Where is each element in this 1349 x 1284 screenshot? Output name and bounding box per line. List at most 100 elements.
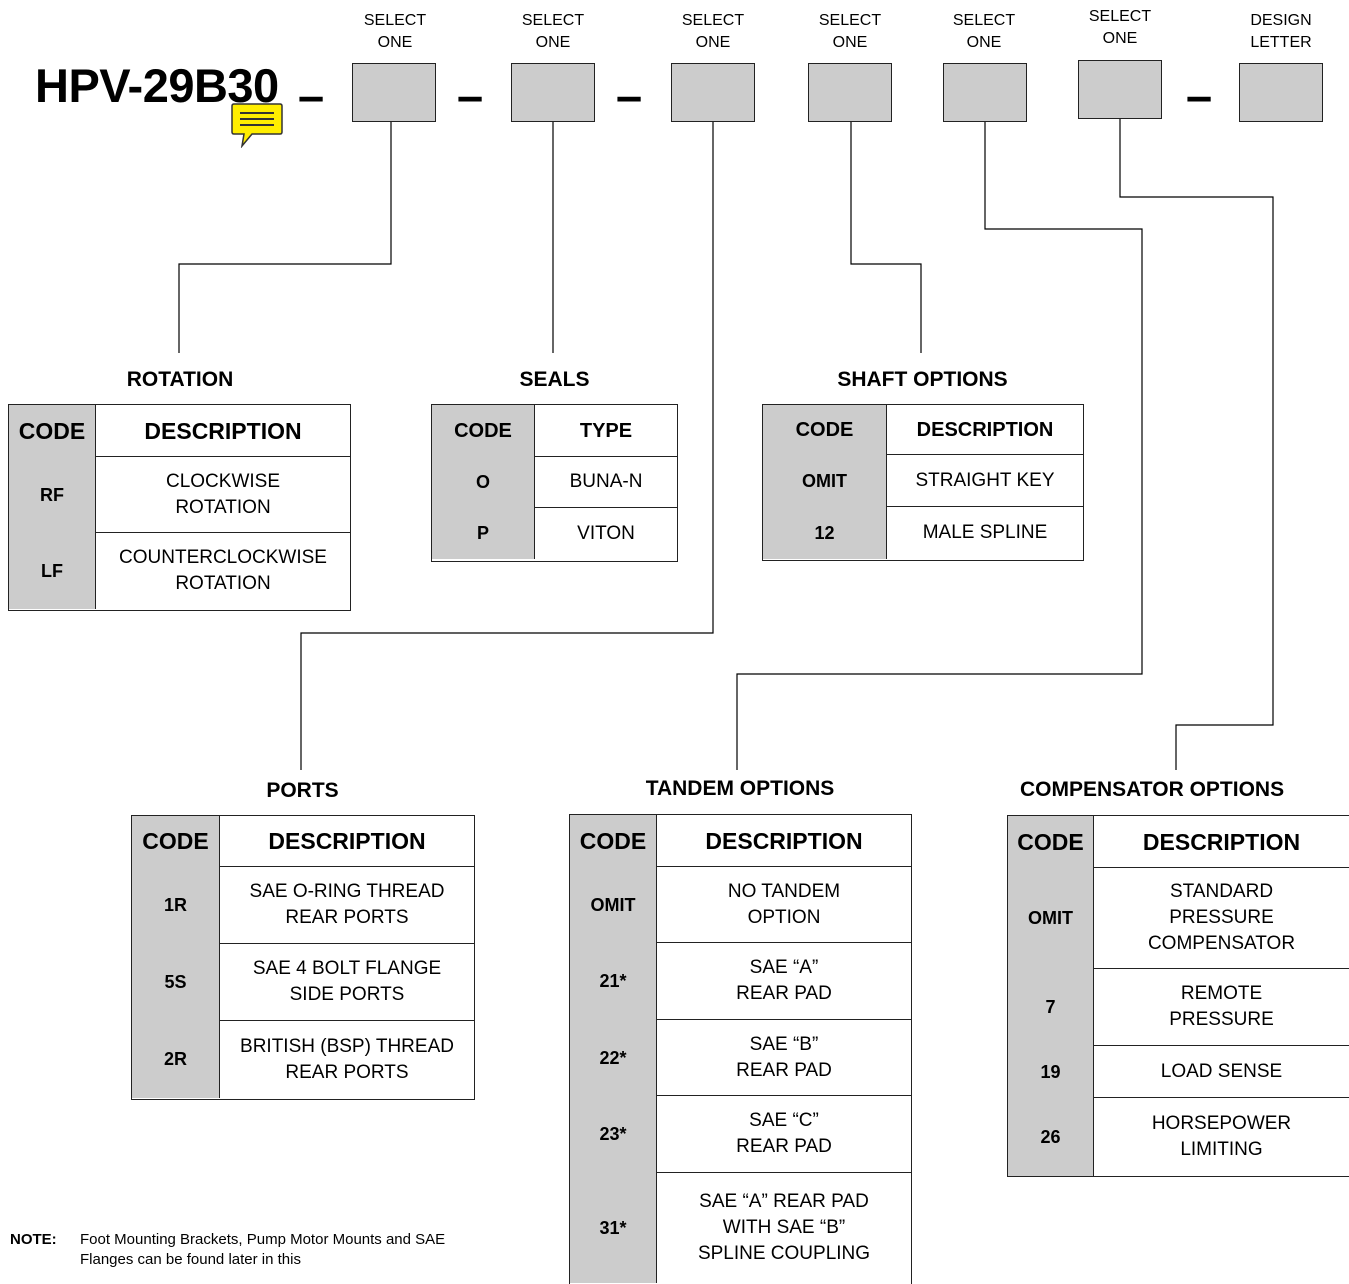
table-row: 12 MALE SPLINE — [763, 507, 1083, 559]
row-description: BUNA-N — [535, 457, 677, 508]
table-header-row: CODE DESCRIPTION — [9, 405, 350, 457]
select-label-5: SELECT ONE — [952, 12, 1016, 51]
shaft-select-box[interactable] — [808, 63, 892, 122]
rotation-table: CODE DESCRIPTION RF CLOCKWISE ROTATION L… — [8, 404, 351, 611]
design-letter-box[interactable] — [1239, 63, 1323, 122]
table-row: RF CLOCKWISE ROTATION — [9, 457, 350, 533]
row-code: 31* — [570, 1173, 657, 1283]
row-code: 22* — [570, 1020, 657, 1096]
table-header-row: CODE DESCRIPTION — [570, 815, 911, 867]
row-code: 1R — [132, 867, 220, 944]
header-code: CODE — [432, 405, 535, 457]
table-row: 1R SAE O-RING THREAD REAR PORTS — [132, 867, 474, 944]
table-row: 19 LOAD SENSE — [1008, 1046, 1349, 1098]
ports-select-box[interactable] — [671, 63, 755, 122]
table-header-row: CODE DESCRIPTION — [763, 405, 1083, 455]
row-code: LF — [9, 533, 96, 609]
comment-note-icon[interactable] — [230, 102, 284, 153]
separator-dash: – — [298, 69, 325, 122]
select-label-1: SELECT ONE — [363, 12, 427, 51]
row-code: RF — [9, 457, 96, 533]
row-code: 21* — [570, 943, 657, 1020]
shaft-table: CODE DESCRIPTION OMIT STRAIGHT KEY 12 MA… — [762, 404, 1084, 561]
row-description: NO TANDEM OPTION — [657, 867, 911, 943]
row-description: CLOCKWISE ROTATION — [96, 457, 350, 533]
table-row: 23* SAE “C” REAR PAD — [570, 1096, 911, 1173]
row-description: LOAD SENSE — [1094, 1046, 1349, 1098]
design-letter-label: DESIGN LETTER — [1250, 12, 1312, 51]
tandem-select-box[interactable] — [943, 63, 1027, 122]
seals-title: SEALS — [519, 368, 590, 391]
select-label-3: SELECT ONE — [681, 12, 745, 51]
table-row: 26 HORSEPOWER LIMITING — [1008, 1098, 1349, 1176]
header-code: CODE — [132, 816, 220, 867]
note-label: NOTE: — [10, 1231, 57, 1248]
row-description: MALE SPLINE — [922, 522, 1048, 543]
row-code: 7 — [1008, 969, 1094, 1046]
header-code: CODE — [763, 405, 887, 455]
table-row: 31* SAE “A” REAR PAD WITH SAE “B” SPLINE… — [570, 1173, 911, 1283]
row-description: VITON — [577, 522, 635, 544]
header-description: DESCRIPTION — [1094, 816, 1349, 868]
tandem-table: CODE DESCRIPTION OMIT NO TANDEM OPTION 2… — [569, 814, 912, 1284]
row-code: O — [432, 457, 535, 508]
compensator-connector — [1119, 119, 1274, 770]
model-code: HPV-29B30 — [35, 59, 279, 112]
table-row: 7 REMOTE PRESSURE — [1008, 969, 1349, 1046]
table-row: O BUNA-N — [432, 457, 677, 508]
table-row: 5S SAE 4 BOLT FLANGE SIDE PORTS — [132, 944, 474, 1021]
table-row: 2R BRITISH (BSP) THREAD REAR PORTS — [132, 1021, 474, 1098]
row-description: SAE 4 BOLT FLANGE SIDE PORTS — [220, 944, 474, 1021]
ports-table: CODE DESCRIPTION 1R SAE O-RING THREAD RE… — [131, 815, 475, 1100]
rotation-title: ROTATION — [126, 368, 234, 391]
row-code: 2R — [132, 1021, 220, 1098]
rotation-connector — [178, 121, 392, 353]
seals-select-box[interactable] — [511, 63, 595, 122]
shaft-title: SHAFT OPTIONS — [837, 368, 1008, 391]
row-description: COUNTERCLOCKWISE ROTATION — [119, 547, 327, 594]
header-code: CODE — [1008, 816, 1094, 868]
header-type: TYPE — [535, 405, 677, 457]
row-description: HORSEPOWER LIMITING — [1151, 1113, 1292, 1160]
rotation-select-box[interactable] — [352, 63, 436, 122]
row-code: OMIT — [1008, 868, 1094, 969]
shaft-connector — [850, 121, 922, 353]
row-description: SAE “A” REAR PAD WITH SAE “B” SPLINE COU… — [697, 1191, 871, 1264]
row-description: REMOTE PRESSURE — [1094, 969, 1349, 1046]
select-label-4: SELECT ONE — [818, 12, 882, 51]
header-description: DESCRIPTION — [657, 815, 911, 867]
tandem-connector — [736, 121, 1143, 770]
table-row: OMIT NO TANDEM OPTION — [570, 867, 911, 943]
note-text: Foot Mounting Brackets, Pump Motor Mount… — [80, 1231, 446, 1268]
compensator-table: CODE DESCRIPTION OMIT STANDARD PRESSURE … — [1007, 815, 1349, 1177]
row-description: SAE “A” REAR PAD — [657, 943, 911, 1020]
footnote: NOTE: Foot Mounting Brackets, Pump Motor… — [10, 1230, 480, 1270]
select-label-2: SELECT ONE — [521, 12, 585, 51]
row-code: 23* — [570, 1096, 657, 1173]
row-description: SAE “C” REAR PAD — [657, 1096, 911, 1173]
row-code: 19 — [1008, 1046, 1094, 1098]
table-header-row: CODE DESCRIPTION — [132, 816, 474, 867]
table-row: 21* SAE “A” REAR PAD — [570, 943, 911, 1020]
row-description: STANDARD PRESSURE COMPENSATOR — [1094, 868, 1349, 969]
row-code: 12 — [763, 507, 887, 559]
header-code: CODE — [570, 815, 657, 867]
tandem-title: TANDEM OPTIONS — [645, 777, 835, 800]
ports-connector — [300, 121, 714, 770]
header-description: DESCRIPTION — [887, 405, 1083, 455]
select-label-6: SELECT ONE — [1088, 8, 1152, 47]
table-row: OMIT STANDARD PRESSURE COMPENSATOR — [1008, 868, 1349, 969]
seals-table: CODE TYPE O BUNA-N P VITON — [431, 404, 678, 562]
row-description: SAE “B” REAR PAD — [657, 1020, 911, 1096]
compensator-select-box[interactable] — [1078, 60, 1162, 119]
row-description: STRAIGHT KEY — [887, 455, 1083, 507]
compensator-title: COMPENSATOR OPTIONS — [1020, 778, 1285, 801]
row-code: OMIT — [570, 867, 657, 943]
table-row: P VITON — [432, 508, 677, 559]
table-row: OMIT STRAIGHT KEY — [763, 455, 1083, 507]
separator-dash: – — [616, 69, 643, 122]
row-code: 26 — [1008, 1098, 1094, 1176]
ports-title: PORTS — [266, 779, 339, 802]
header-code: CODE — [9, 405, 96, 457]
